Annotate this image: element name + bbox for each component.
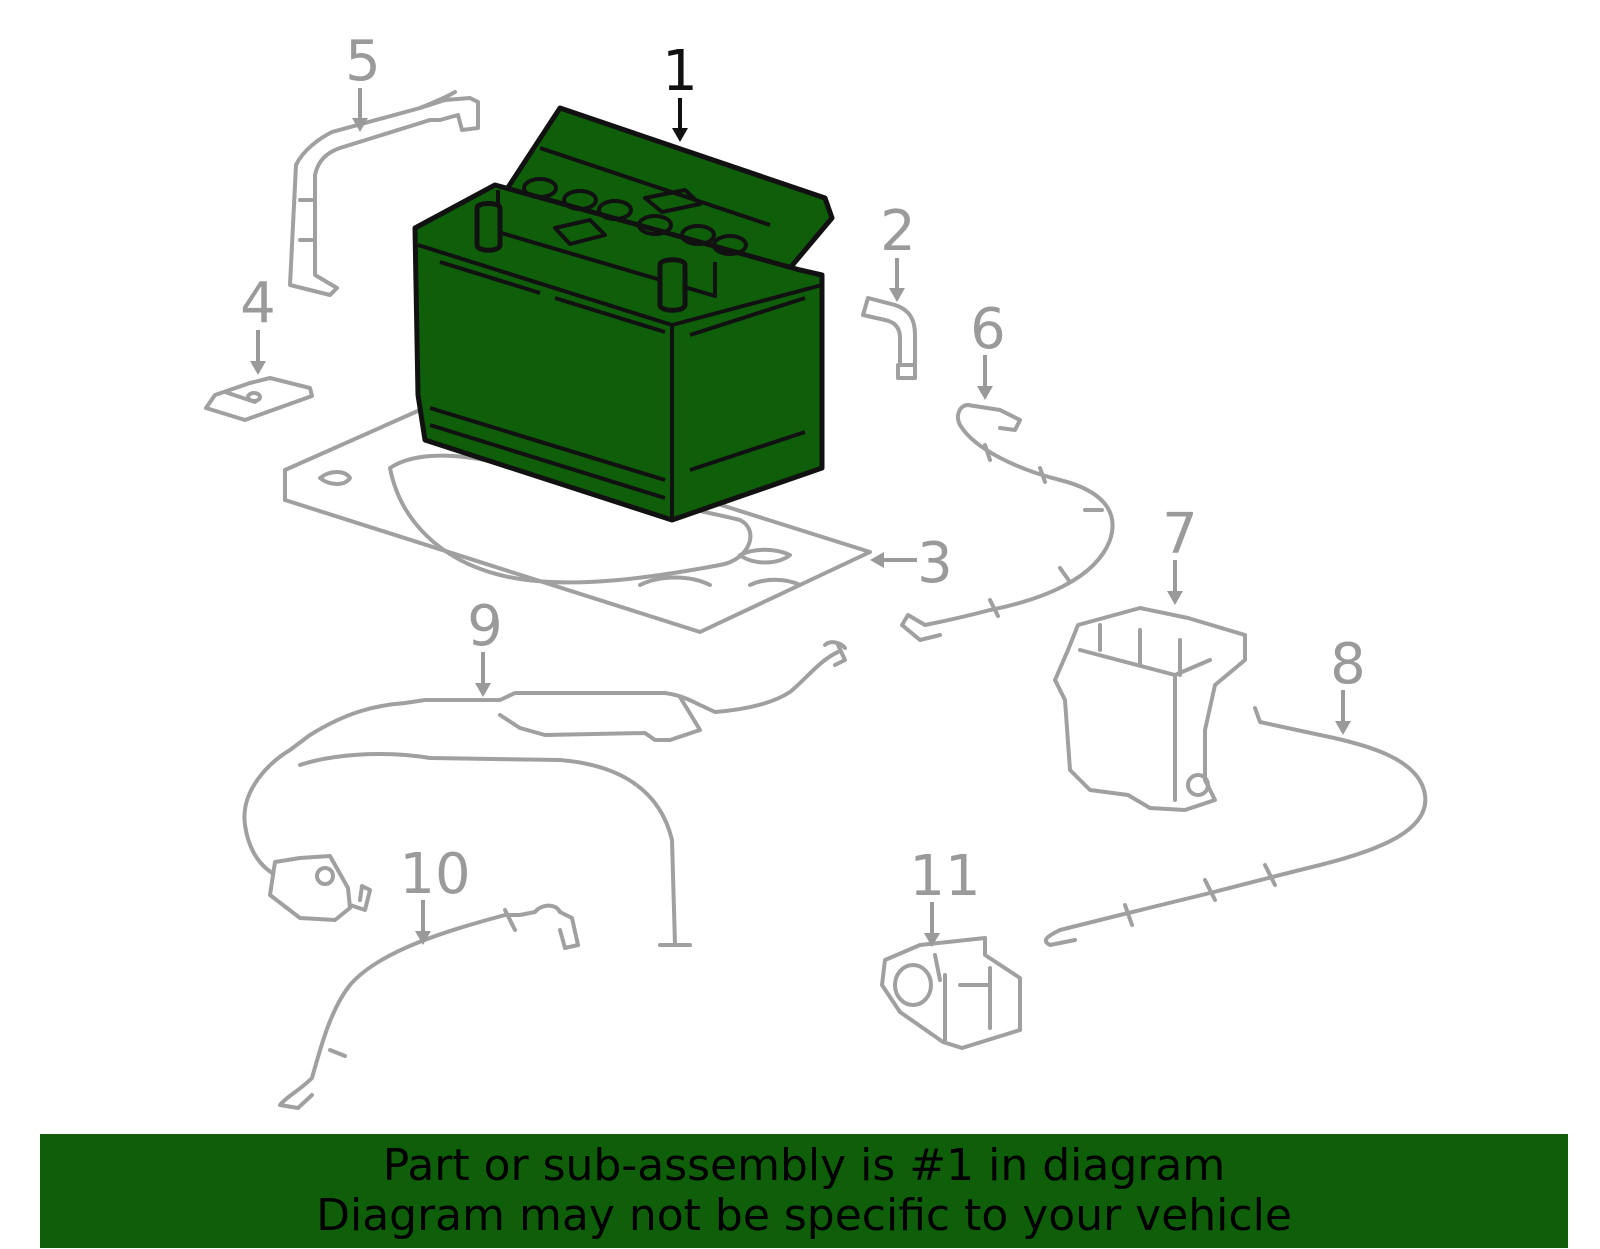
banner-line-1: Part or sub-assembly is #1 in diagram <box>382 1140 1226 1191</box>
part-9-cable-harness[interactable] <box>242 640 847 947</box>
info-banner: Part or sub-assembly is #1 in diagram Di… <box>40 1134 1568 1248</box>
banner-line-2: Diagram may not be specific to your vehi… <box>316 1190 1292 1241</box>
callout-arrows <box>250 88 1351 947</box>
callout-labels: 1 2 3 4 5 6 7 8 9 10 11 <box>240 29 1366 909</box>
part-7-junction-block[interactable] <box>1053 606 1247 812</box>
callout-5: 5 <box>345 29 381 94</box>
part-4-hold-down-clamp[interactable] <box>204 376 314 422</box>
part-6-positive-cable[interactable] <box>900 403 1115 642</box>
callout-2: 2 <box>880 199 916 264</box>
part-11-cable-clip[interactable] <box>880 936 1022 1050</box>
callout-10: 10 <box>399 842 470 907</box>
part-8-ground-cable[interactable] <box>1043 706 1428 947</box>
part-5-cable-bracket[interactable] <box>288 90 480 297</box>
part-2-vent-elbow[interactable] <box>861 296 917 380</box>
callout-11: 11 <box>909 844 980 909</box>
callout-8: 8 <box>1330 632 1366 697</box>
callout-6: 6 <box>970 297 1006 362</box>
callout-4: 4 <box>240 271 276 336</box>
callout-7: 7 <box>1162 502 1198 567</box>
callout-1: 1 <box>662 39 698 104</box>
callout-3: 3 <box>917 531 953 596</box>
part-10-battery-cable[interactable] <box>278 903 580 1110</box>
callout-9: 9 <box>467 594 503 659</box>
part-1-battery[interactable] <box>412 105 835 523</box>
